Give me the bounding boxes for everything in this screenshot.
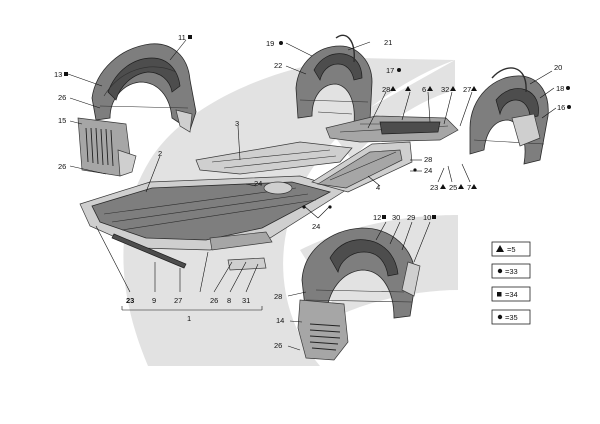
leader-lines xyxy=(67,39,557,351)
callout-28-right: 28 xyxy=(424,155,432,164)
callout-30: 30 xyxy=(392,213,400,222)
legend-dot-text: =33 xyxy=(505,267,518,276)
legend-item-triangle xyxy=(491,241,531,257)
front-left-shield-panel xyxy=(77,117,137,177)
legend-item-square xyxy=(491,286,531,302)
rear-floor-panel xyxy=(311,141,413,193)
callout-13: 13 xyxy=(54,70,62,79)
callout-12: 12 xyxy=(373,213,381,222)
callout-18: 18 xyxy=(556,84,564,93)
callout-3: 3 xyxy=(235,119,239,128)
callout-14: 14 xyxy=(276,316,284,325)
callout-24-right: 24 xyxy=(424,166,432,175)
callout-23-bottom: 23 xyxy=(126,296,134,305)
callout-labels: 11 19 21 13 22 17 20 18 16 26 15 26 2 3 … xyxy=(54,33,571,350)
rear-right-wheel-arch-liner xyxy=(469,67,549,165)
callout-28-lower: 28 xyxy=(274,292,282,301)
callout-23-right: 23 xyxy=(430,183,438,192)
callout-6: 6 xyxy=(422,85,426,94)
legend-square-text: =34 xyxy=(505,290,518,299)
callout-1: 1 xyxy=(187,314,191,323)
callout-11: 11 xyxy=(178,33,186,42)
callout-21: 21 xyxy=(384,38,392,47)
fastener-legend: =5 =33 =34 =35 xyxy=(491,241,531,325)
callout-24-center: 24 xyxy=(254,179,262,188)
legend-dot-second-text: =35 xyxy=(505,313,518,322)
legend-item-dot-second xyxy=(491,309,531,325)
callout-29: 29 xyxy=(407,213,415,222)
callout-26-left: 26 xyxy=(58,162,66,171)
callout-27-bottom: 27 xyxy=(174,296,182,305)
center-floor-panel xyxy=(195,141,353,175)
callout-25: 25 xyxy=(449,183,457,192)
rear-upper-panel xyxy=(325,115,459,143)
legend-item-dot xyxy=(491,263,531,279)
callout-22: 22 xyxy=(274,61,282,70)
callout-20: 20 xyxy=(554,63,562,72)
callout-28-top: 28 xyxy=(382,85,390,94)
rear-shield-panel xyxy=(297,299,349,361)
callout-26-bottom: 26 xyxy=(210,296,218,305)
main-underbody-panel xyxy=(79,175,347,251)
callout-26-lower: 26 xyxy=(274,341,282,350)
rear-left-wheel-arch-liner xyxy=(301,227,421,319)
callout-31: 31 xyxy=(242,296,250,305)
callout-4: 4 xyxy=(376,183,380,192)
callout-10: 10 xyxy=(423,213,431,222)
callout-16: 16 xyxy=(557,103,565,112)
callout-32: 32 xyxy=(441,85,449,94)
callout-9: 9 xyxy=(152,296,156,305)
callout-8: 8 xyxy=(227,296,231,305)
front-left-wheel-arch-liner xyxy=(91,43,197,133)
callout-2: 2 xyxy=(158,149,162,158)
callout-7: 7 xyxy=(467,183,471,192)
callout-26-upper-left: 26 xyxy=(58,93,66,102)
legend-triangle-text: =5 xyxy=(507,245,516,254)
callout-24-lower: 24 xyxy=(312,222,320,231)
callout-17: 17 xyxy=(386,66,394,75)
callout-27-top: 27 xyxy=(463,85,471,94)
callout-19: 19 xyxy=(266,39,274,48)
callout-15: 15 xyxy=(58,116,66,125)
